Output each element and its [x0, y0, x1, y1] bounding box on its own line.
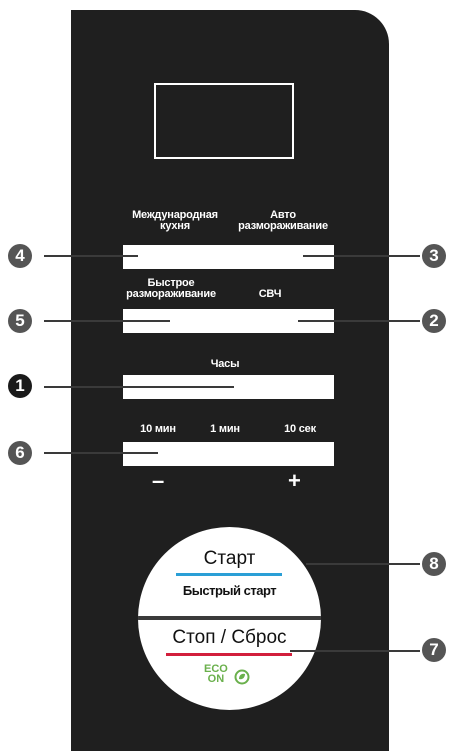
- eco-text: ECO: [204, 663, 228, 675]
- dial-divider: [138, 616, 321, 620]
- quick-defrost-label: Быстрое размораживание: [126, 277, 216, 300]
- start-accent-line: [176, 573, 282, 576]
- callout-7: 7: [422, 638, 446, 662]
- minus-icon: –: [152, 468, 165, 493]
- eco-leaf-icon: [234, 669, 250, 685]
- intl-cuisine-auto-defrost-button[interactable]: [123, 245, 334, 269]
- microwave-label: СВЧ: [258, 288, 282, 300]
- stop-reset-label: Стоп / Сброс: [172, 627, 287, 648]
- callout-6: 6: [8, 441, 32, 465]
- callout-line-6: [44, 452, 158, 454]
- callout-line-7: [290, 650, 420, 652]
- callout-line-5: [44, 320, 170, 322]
- ten-sec-label: 10 сек: [284, 423, 316, 435]
- callout-2: 2: [422, 309, 446, 333]
- plus-icon: +: [288, 468, 301, 493]
- display-window: [154, 83, 294, 159]
- callout-8: 8: [422, 552, 446, 576]
- callout-line-4: [44, 255, 138, 257]
- start-label: Старт: [203, 548, 256, 569]
- callout-line-2: [298, 320, 420, 322]
- clock-label: Часы: [210, 358, 240, 370]
- callout-line-8: [306, 563, 420, 565]
- callout-line-1: [44, 386, 234, 388]
- auto-defrost-label: Авто размораживание: [238, 209, 328, 232]
- callout-4: 4: [8, 244, 32, 268]
- start-stop-dial-button[interactable]: Старт Быстрый старт Стоп / Сброс ECO ON: [138, 527, 321, 710]
- callout-3: 3: [422, 244, 446, 268]
- eco-on-label: ECO ON: [204, 663, 228, 685]
- ten-min-label: 10 мин: [140, 423, 176, 435]
- callout-5: 5: [8, 309, 32, 333]
- one-min-label: 1 мин: [210, 423, 240, 435]
- callout-line-3: [303, 255, 420, 257]
- stop-accent-line: [166, 653, 292, 656]
- callout-1: 1: [8, 374, 32, 398]
- quick-start-label: Быстрый старт: [182, 583, 277, 598]
- on-text: ON: [207, 673, 225, 685]
- time-set-button[interactable]: [123, 442, 334, 466]
- intl-cuisine-label: Международная кухня: [132, 209, 218, 232]
